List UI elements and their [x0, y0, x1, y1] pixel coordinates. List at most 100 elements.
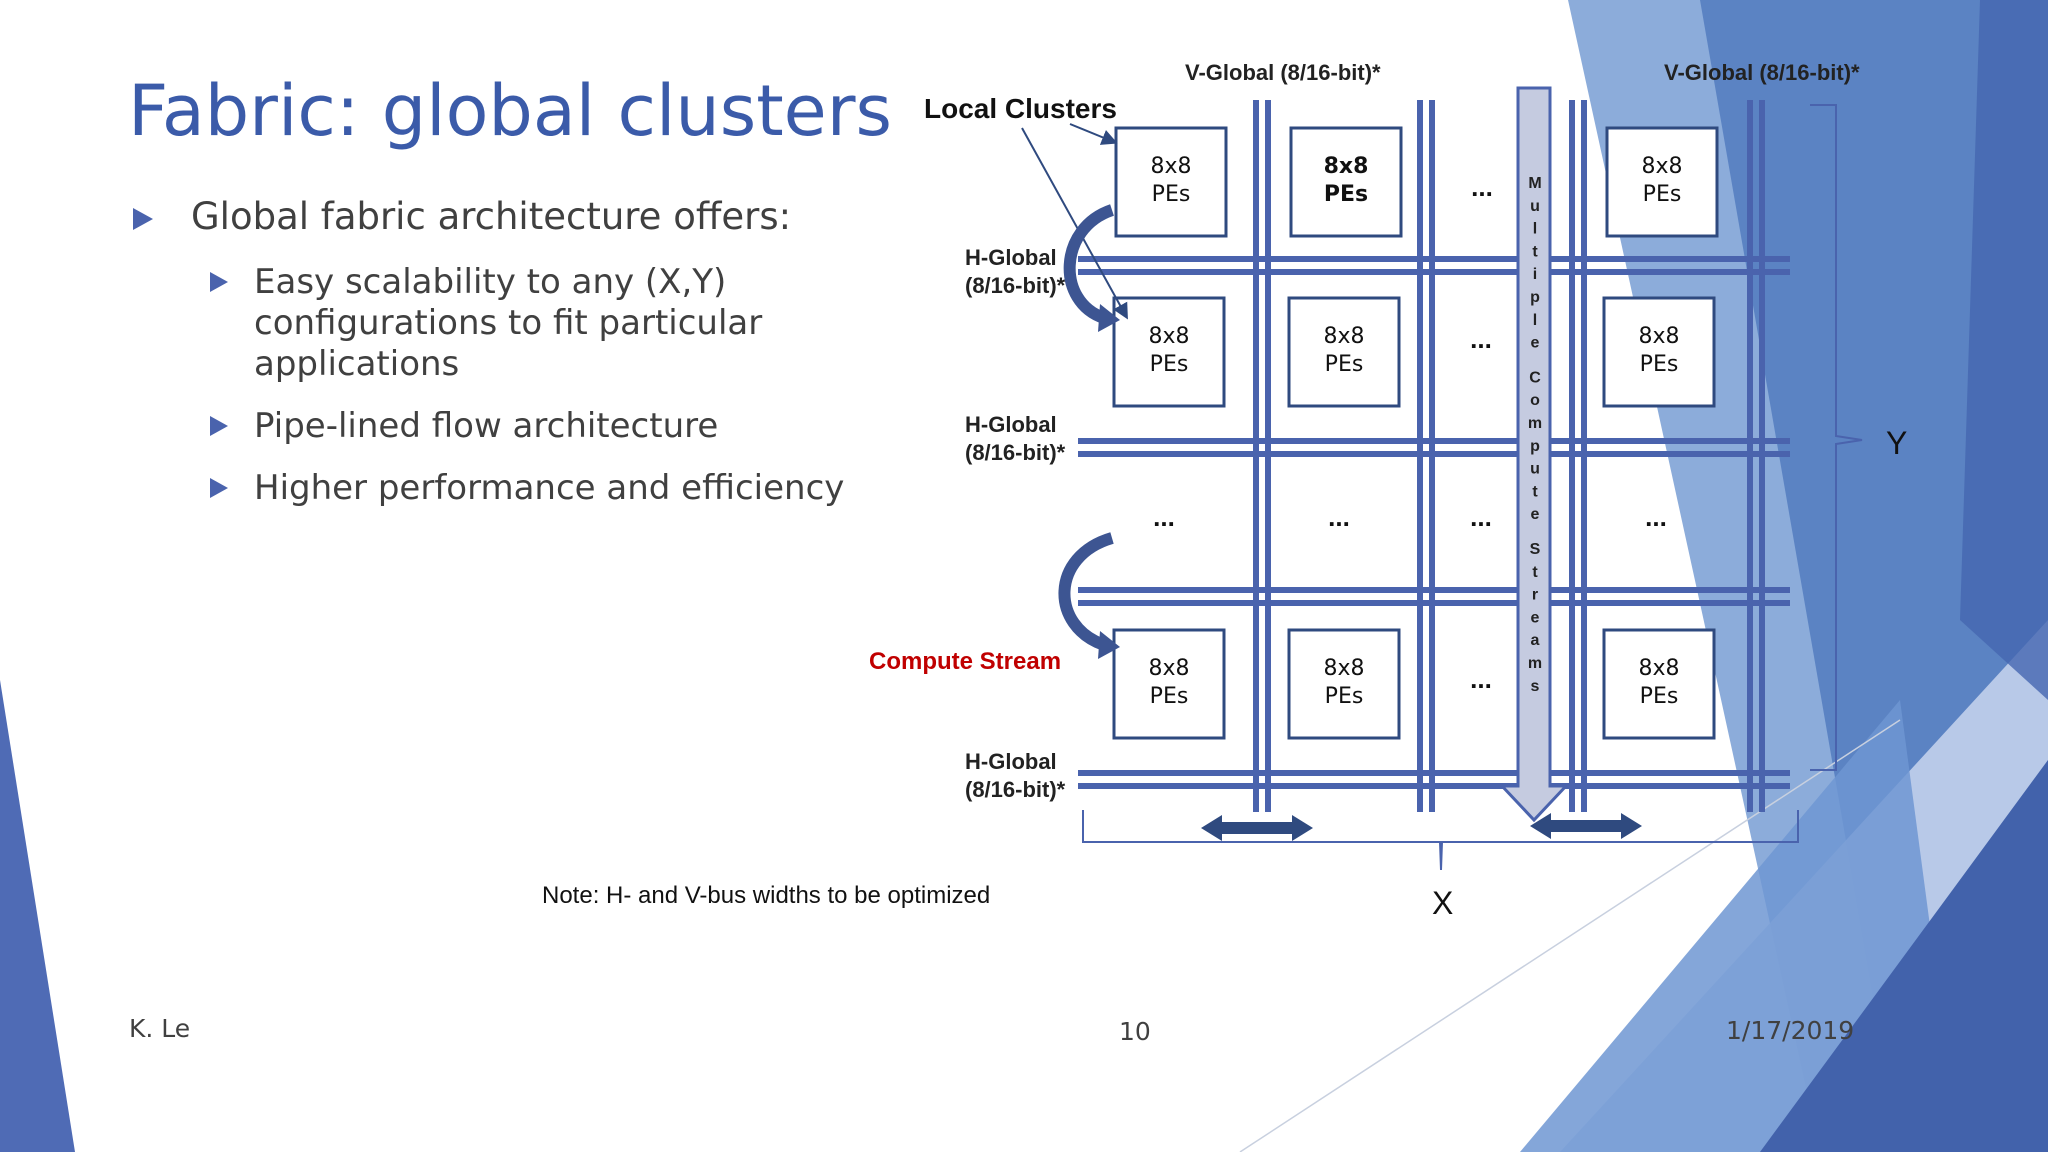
stream-letter: e [1531, 506, 1540, 523]
pe-label-bottom: PEs [1640, 352, 1679, 377]
pe-label-top: 8x8 [1323, 656, 1364, 681]
stream-letter: e [1531, 609, 1540, 626]
pe-label-bottom: PEs [1643, 182, 1682, 207]
local-cluster-pointer-1 [1069, 123, 1118, 145]
pe-label-top: 8x8 [1323, 324, 1364, 349]
v-global-label-left: V-Global (8/16-bit)* [1185, 60, 1381, 85]
bullet-level1: Global fabric architecture offers: [133, 196, 791, 237]
stream-letter: t [1532, 483, 1538, 500]
bullet-line: applications [254, 344, 460, 384]
h-global-label-2: H-Global [965, 412, 1057, 437]
x-brace [1082, 810, 1799, 871]
stream-letter: S [1530, 541, 1541, 558]
stream-letter: m [1528, 415, 1542, 432]
y-label: Y [1886, 425, 1907, 461]
pe-label-top: 8x8 [1641, 154, 1682, 179]
stream-letter: l [1533, 312, 1537, 329]
footer-page-number: 10 [1119, 1017, 1151, 1046]
h-global-sub-2: (8/16-bit)* [965, 440, 1066, 465]
ellipsis-mark: ... [1471, 172, 1493, 202]
stream-letter: p [1530, 289, 1540, 306]
bullet-arrow-icon [133, 208, 153, 230]
pe-label-top: 8x8 [1148, 324, 1189, 349]
stream-letter: u [1530, 461, 1540, 478]
pe-label-bottom: PEs [1150, 352, 1189, 377]
pe-label-top: 8x8 [1638, 324, 1679, 349]
h-global-label-3: H-Global [965, 749, 1057, 774]
ellipsis-mark: ... [1645, 502, 1667, 532]
x-double-arrow-2 [1530, 813, 1642, 839]
left-edge-shape [0, 680, 75, 1152]
bullet-level2: Higher performance and efficiency [210, 468, 844, 509]
bullet-level2: Easy scalability to any (X,Y) configurat… [210, 262, 762, 385]
bullet-arrow-icon [210, 272, 228, 292]
pe-label-bottom: PEs [1150, 684, 1189, 709]
local-cluster-pointer-2 [1021, 127, 1128, 320]
pe-label-bottom: PEs [1325, 684, 1364, 709]
pe-label-top: 8x8 [1148, 656, 1189, 681]
stream-letter: M [1528, 175, 1541, 192]
multiple-compute-streams-arrow [1498, 86, 1570, 823]
local-clusters-label: Local Clusters [924, 93, 1117, 124]
stream-letter: i [1533, 266, 1537, 283]
stream-letter: l [1533, 221, 1537, 238]
footer-author: K. Le [129, 1014, 191, 1043]
x-label: X [1432, 885, 1453, 921]
bullet-text: Easy scalability to any (X,Y) configurat… [254, 262, 762, 385]
stream-letter: u [1530, 198, 1540, 215]
stream-letter: a [1531, 632, 1540, 649]
footer-date: 1/17/2019 [1726, 1016, 1855, 1045]
pe-label-top: 8x8 [1324, 154, 1369, 179]
ellipsis-mark: ... [1328, 502, 1350, 532]
v-global-buses [1253, 100, 1765, 812]
ellipsis-mark: ... [1470, 502, 1492, 532]
bus-width-note: Note: H- and V-bus widths to be optimize… [542, 882, 991, 909]
bullet-text: Higher performance and efficiency [254, 468, 845, 508]
right-shape-dark [1760, 760, 2048, 1152]
stream-letter: m [1528, 655, 1542, 672]
h-global-sub-1: (8/16-bit)* [965, 273, 1066, 298]
compute-stream-arrowhead-top [1098, 304, 1120, 332]
pe-grid: 8x8PEs8x8PEs8x8PEs8x8PEs8x8PEs8x8PEs8x8P… [1112, 126, 1719, 740]
stream-letter: r [1532, 587, 1538, 604]
x-double-arrow-1 [1201, 815, 1313, 841]
pe-label-bottom: PEs [1640, 684, 1679, 709]
pe-label-bottom: PEs [1324, 182, 1368, 207]
v-global-label-right: V-Global (8/16-bit)* [1664, 60, 1860, 85]
stream-letter: p [1530, 438, 1540, 455]
compute-stream-label: Compute Stream [869, 648, 1061, 675]
h-global-sub-3: (8/16-bit)* [965, 777, 1066, 802]
ellipsis-mark: ... [1470, 324, 1492, 354]
compute-stream-curve-bottom [1058, 532, 1114, 651]
stream-letter: e [1531, 335, 1540, 352]
stream-letter: C [1529, 369, 1541, 386]
bullet-line: Easy scalability to any (X,Y) [254, 262, 727, 302]
bullet-text: Pipe-lined flow architecture [254, 406, 719, 446]
compute-stream-curve-top [1063, 204, 1115, 324]
pe-label-top: 8x8 [1638, 656, 1679, 681]
ellipsis-mark: ... [1153, 502, 1175, 532]
ellipsis-mark: ... [1470, 664, 1492, 694]
compute-stream-arrowhead-bottom [1098, 631, 1120, 659]
slide-title: Fabric: global clusters [128, 70, 892, 152]
pe-label-top: 8x8 [1150, 154, 1191, 179]
stream-letter: t [1532, 564, 1538, 581]
bullet-arrow-icon [210, 416, 228, 436]
pe-label-bottom: PEs [1152, 182, 1191, 207]
bullet-level2: Pipe-lined flow architecture [210, 406, 718, 447]
ellipsis-grid: ..................... [1153, 172, 1667, 694]
right-shape-deep [1960, 0, 2048, 700]
stream-letter: s [1531, 678, 1540, 695]
bullet-arrow-icon [210, 478, 228, 498]
